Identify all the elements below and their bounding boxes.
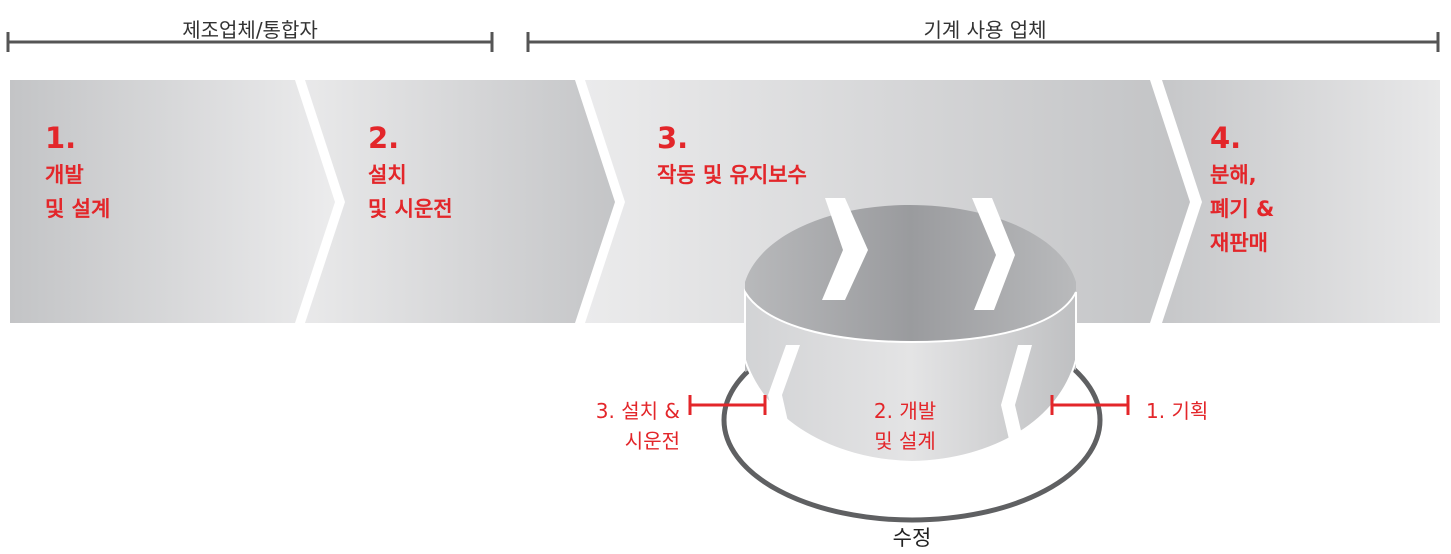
phase-2-number: 2.	[368, 121, 400, 155]
phase-1-arrow	[10, 80, 335, 323]
left-red-bracket	[688, 395, 767, 415]
phase-3-name: 작동 및 유지보수	[657, 163, 807, 187]
cycle-plan-label: 1. 기획	[1146, 399, 1209, 423]
phase-4-number: 4.	[1210, 121, 1242, 155]
phase-3-number: 3.	[657, 121, 689, 155]
phase-2-arrow	[305, 80, 615, 323]
phase-2-name: 설치 및 시운전	[368, 163, 453, 221]
machine-user-label: 기계 사용 업체	[923, 18, 1047, 42]
cycle-back-arrow-right	[972, 198, 1015, 310]
cycle-front-wall	[744, 288, 1077, 464]
phase-1-number: 1.	[45, 121, 77, 155]
phase-4-name: 분해, 폐기 & 재판매	[1210, 163, 1275, 255]
cycle-back-arrow-left	[822, 198, 868, 300]
machine-user-bracket	[526, 32, 1440, 52]
manufacturer-bracket	[6, 32, 494, 52]
phase-1-name: 개발 및 설계	[45, 163, 111, 221]
cycle-front-gap-right	[1001, 345, 1032, 478]
cycle-develop-label: 2. 개발 및 설계	[873, 399, 937, 453]
modification-label: 수정	[892, 526, 932, 550]
phase-4-arrow	[1162, 80, 1440, 323]
cycle-front-gap-left	[768, 345, 800, 475]
right-red-bracket	[1050, 395, 1130, 415]
cycle-install-label: 3. 설치 & 시운전	[595, 399, 680, 453]
manufacturer-label: 제조업체/통합자	[182, 18, 318, 42]
